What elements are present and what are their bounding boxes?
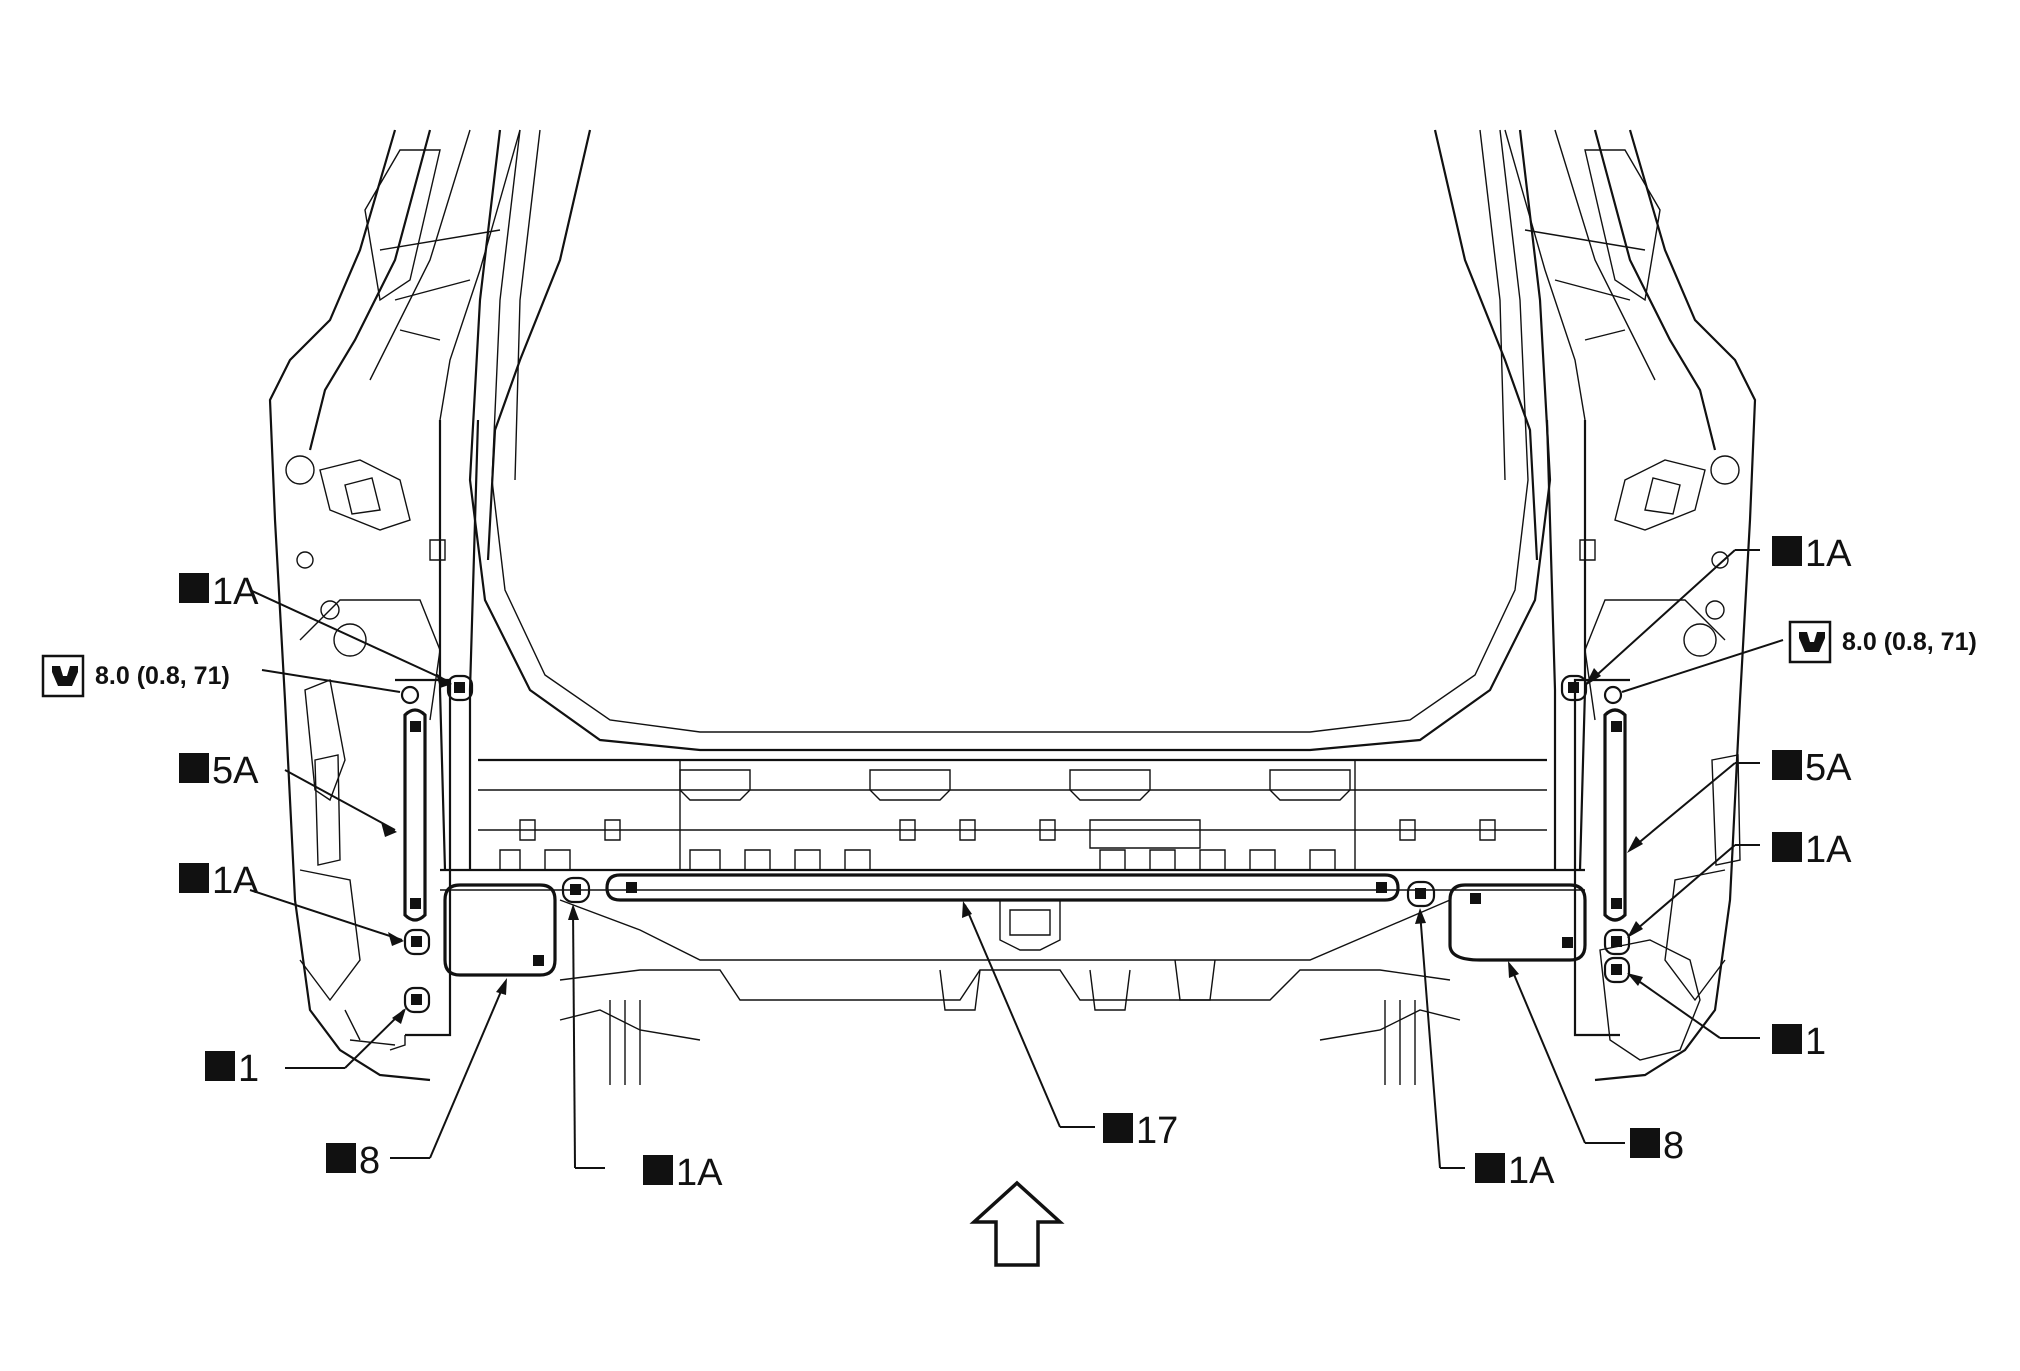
weld-marker-icon bbox=[179, 863, 209, 893]
callout-left-1: 1 bbox=[238, 1048, 259, 1090]
callout-right-8: 8 bbox=[1663, 1125, 1684, 1167]
weld-marker-icon bbox=[1772, 536, 1802, 566]
callout-right-1a-top: 1A bbox=[1805, 533, 1852, 575]
callout-right-1a-mid: 1A bbox=[1805, 829, 1852, 871]
weld-marker-icon bbox=[179, 753, 209, 783]
callout-left-1a-top: 1A bbox=[212, 571, 259, 613]
vehicle-rear-body-drawing bbox=[268, 129, 1757, 1085]
callout-center-17: 17 bbox=[1136, 1110, 1178, 1152]
weld-marker-icon bbox=[643, 1155, 673, 1185]
weld-marker-icon bbox=[179, 573, 209, 603]
weld-marker-icon bbox=[1772, 1024, 1802, 1054]
torque-wrench-icon bbox=[41, 654, 85, 698]
weld-marker-icon bbox=[1475, 1153, 1505, 1183]
callout-right-5a: 5A bbox=[1805, 747, 1852, 789]
callout-labels: 1A 8.0 (0.8, 71) 5A 1A 1 8 1A 17 1A 8 bbox=[41, 533, 1977, 1194]
callout-left-1a-mid: 1A bbox=[212, 860, 259, 902]
weld-marker-icon bbox=[326, 1143, 356, 1173]
weld-marker-icon bbox=[1630, 1128, 1660, 1158]
weld-markers bbox=[410, 682, 1622, 1005]
callout-left-5a: 5A bbox=[212, 750, 259, 792]
front-direction-arrow-icon bbox=[969, 1180, 1065, 1267]
weld-marker-icon bbox=[205, 1051, 235, 1081]
callout-left-torque: 8.0 (0.8, 71) bbox=[95, 662, 230, 690]
callout-right-torque: 8.0 (0.8, 71) bbox=[1842, 628, 1977, 656]
weld-marker-icon bbox=[1103, 1113, 1133, 1143]
callout-left-8: 8 bbox=[359, 1140, 380, 1182]
weld-marker-icon bbox=[1772, 832, 1802, 862]
weld-marker-icon bbox=[1772, 750, 1802, 780]
torque-wrench-icon bbox=[1788, 620, 1832, 664]
callout-right-1: 1 bbox=[1805, 1021, 1826, 1063]
leader-lines bbox=[249, 549, 1784, 1169]
callout-center-1a-right: 1A bbox=[1508, 1150, 1555, 1192]
callout-center-1a-left: 1A bbox=[676, 1152, 723, 1194]
